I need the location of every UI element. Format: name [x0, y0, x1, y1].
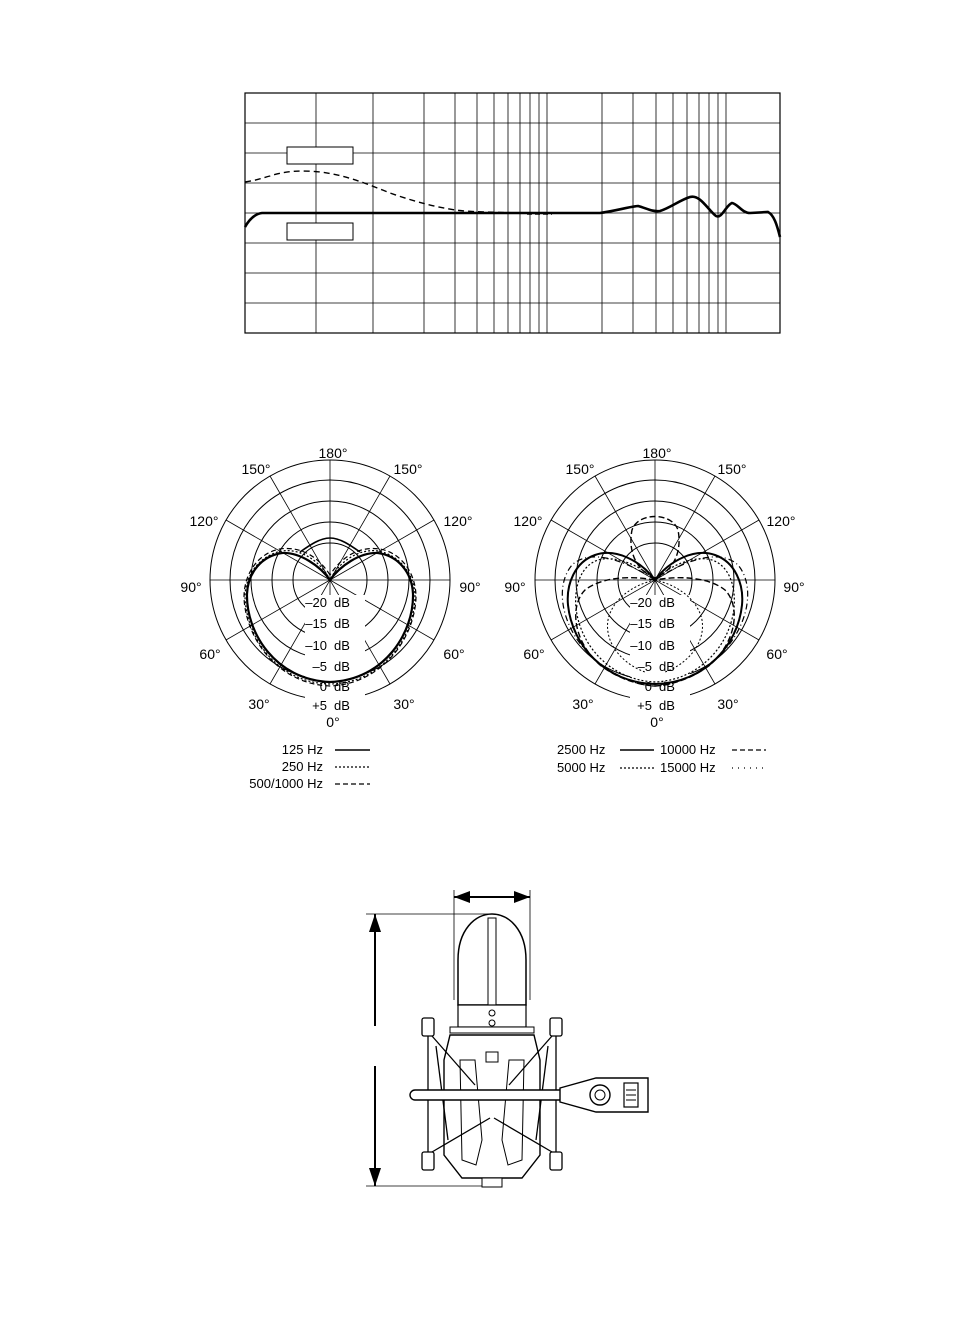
polar-left-db-10: –10 [305, 638, 327, 653]
polar-left-db-0: 0 [320, 679, 327, 694]
polar-right-label-180: 180° [643, 445, 672, 461]
polar-left-label-150-r: 150° [394, 461, 423, 477]
polar-right-db-unit-0: dB [659, 679, 675, 694]
polar-right-label-0: 0° [650, 714, 663, 730]
polar-left-label-90-l: 90° [180, 579, 201, 595]
upper-label-box [287, 147, 353, 164]
polar-right-db-10: –10 [630, 638, 652, 653]
polar-left-db-5: –5 [313, 659, 327, 674]
polar-right-db-0: 0 [645, 679, 652, 694]
polar-left-db-20: –20 [305, 595, 327, 610]
polar-left-label-90-r: 90° [459, 579, 480, 595]
polar-left-label-180: 180° [319, 445, 348, 461]
polar-left-label-30-r: 30° [393, 696, 414, 712]
polar-left-label-60-l: 60° [199, 646, 220, 662]
polar-left-db-unit-10: dB [334, 638, 350, 653]
polar-left-db-unit-5: dB [334, 659, 350, 674]
polar-right-legend: 2500 Hz 10000 Hz 5000 Hz 15000 Hz [557, 742, 766, 775]
polar-right-db-unit-20: dB [659, 595, 675, 610]
polar-left-label-30-l: 30° [248, 696, 269, 712]
polar-left-label-150-l: 150° [242, 461, 271, 477]
polar-right-db-5: –5 [638, 659, 652, 674]
polar-left-label-120-l: 120° [190, 513, 219, 529]
polar-right-db-plus5: +5 [637, 698, 652, 713]
freq-curve-dashed [245, 171, 555, 213]
legend-left-item-1: 250 Hz [282, 759, 323, 774]
polar-right-label-120-l: 120° [514, 513, 543, 529]
legend-right-item-1: 10000 Hz [660, 742, 716, 757]
frequency-response-chart [245, 93, 780, 333]
polar-right-db-unit-5: dB [659, 659, 675, 674]
legend-left-item-0: 125 Hz [282, 742, 323, 757]
microphone-dimension-drawing [366, 890, 648, 1187]
polar-right-db-unit-10: dB [659, 638, 675, 653]
lower-label-box [287, 223, 353, 240]
polar-left-db-unit-plus5: dB [334, 698, 350, 713]
polar-chart-right: 180° 150° 150° 120° 120° 90° 90° 60° 60°… [504, 445, 804, 730]
polar-left-label-60-r: 60° [443, 646, 464, 662]
polar-right-label-90-l: 90° [504, 579, 525, 595]
polar-right-label-120-r: 120° [767, 513, 796, 529]
polar-right-label-90-r: 90° [783, 579, 804, 595]
legend-right-item-2: 5000 Hz [557, 760, 605, 775]
polar-right-db-unit-15: dB [659, 616, 675, 631]
polar-right-db-15: –15 [630, 616, 652, 631]
legend-left-item-2: 500/1000 Hz [249, 776, 323, 791]
polar-right-label-30-r: 30° [717, 696, 738, 712]
polar-right-label-60-l: 60° [523, 646, 544, 662]
polar-right-label-30-l: 30° [572, 696, 593, 712]
polar-left-legend: 125 Hz 250 Hz 500/1000 Hz [249, 742, 370, 791]
polar-left-db-15: –15 [305, 616, 327, 631]
polar-left-db-unit-15: dB [334, 616, 350, 631]
polar-left-label-120-r: 120° [444, 513, 473, 529]
polar-left-db-plus5: +5 [312, 698, 327, 713]
polar-right-db-unit-plus5: dB [659, 698, 675, 713]
polar-right-label-60-r: 60° [766, 646, 787, 662]
polar-right-label-150-l: 150° [566, 461, 595, 477]
polar-left-db-unit-0: dB [334, 679, 350, 694]
polar-left-db-unit-20: dB [334, 595, 350, 610]
polar-right-db-20: –20 [630, 595, 652, 610]
legend-right-item-3: 15000 Hz [660, 760, 716, 775]
legend-right-item-0: 2500 Hz [557, 742, 605, 757]
polar-chart-left: 180° 150° 150° 120° 120° 90° 90° 60° 60°… [180, 445, 480, 730]
polar-right-label-150-r: 150° [718, 461, 747, 477]
polar-left-label-0: 0° [326, 714, 339, 730]
